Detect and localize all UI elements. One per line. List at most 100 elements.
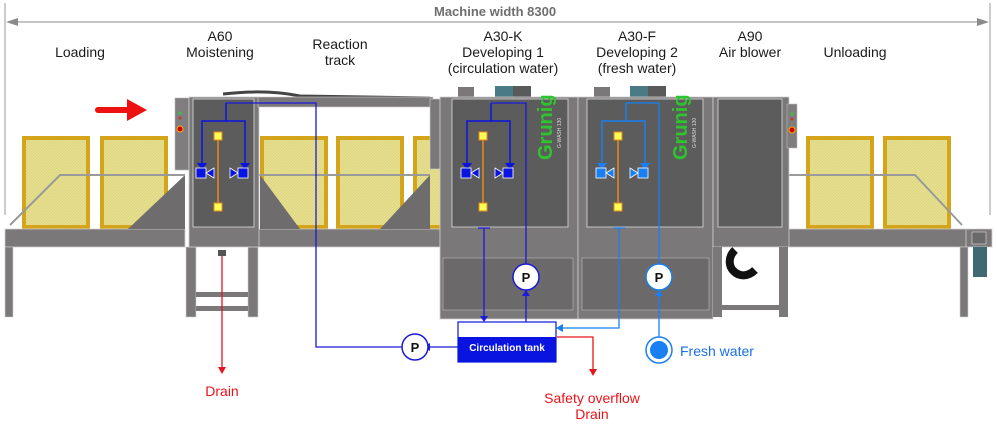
valve-icon <box>237 167 249 179</box>
safety-screen <box>806 136 874 229</box>
brand-model: G-WASH 130 <box>692 118 698 148</box>
station-code: A30-K <box>483 28 523 44</box>
pump-label: P <box>522 270 531 285</box>
a30k-pump-icon: P <box>512 263 540 291</box>
flow-lines <box>218 102 663 376</box>
arrow-down-icon <box>462 163 472 170</box>
pump-circle <box>401 333 429 361</box>
valve-icon <box>637 167 649 179</box>
pump-label: P <box>411 340 420 355</box>
safety-screen <box>883 136 951 229</box>
arrow-down-icon <box>589 369 597 376</box>
dimension-arrow-left-icon <box>6 18 18 26</box>
safety-screens <box>22 136 951 229</box>
nozzle-cone-icon <box>205 167 215 179</box>
station-label-line: track <box>324 52 356 68</box>
safety-screen <box>336 136 404 229</box>
station-name: Moistening <box>186 44 254 60</box>
arrow-down-icon <box>505 163 515 170</box>
nozzle-icon <box>213 131 223 141</box>
pump-circle <box>645 263 673 291</box>
station-name: Air blower <box>718 44 782 60</box>
dimension-line <box>4 3 991 215</box>
drain-label: Drain <box>205 383 239 399</box>
fresh-supply-line <box>626 102 660 263</box>
arrow-up-icon <box>655 290 663 296</box>
arrow-down-icon <box>218 367 226 374</box>
drain-outlet-icon <box>218 250 226 256</box>
valve-icon <box>460 167 472 179</box>
nozzle-cone-icon <box>229 167 239 179</box>
valve-icon <box>195 167 207 179</box>
machine-width-title: Machine width 8300 <box>434 4 557 19</box>
station-code: A60 <box>207 28 233 44</box>
brand-name: Grunig <box>535 94 557 160</box>
arrow-up-icon <box>522 290 530 296</box>
feed-direction-arrow-icon <box>95 99 147 121</box>
circulation-pump-icon: P <box>401 333 429 361</box>
station-label-a30f: A30-F Developing 2 (fresh water) <box>577 28 697 76</box>
safety-screen <box>100 136 168 229</box>
circulation-tank-label: Circulation tank <box>469 343 545 354</box>
supply-branch <box>626 120 646 165</box>
station-label-unloading: Unloading <box>810 44 900 60</box>
arrow-down-icon <box>597 163 607 170</box>
pump-circle <box>512 263 540 291</box>
station-note: (circulation water) <box>447 60 559 76</box>
station-code: A90 <box>737 28 763 44</box>
brand-model: G-WASH 130 <box>557 118 563 148</box>
pump-label: P <box>655 270 664 285</box>
station-name: Developing 1 <box>462 44 544 60</box>
nozzle-icon <box>613 131 623 141</box>
supply-branch <box>201 103 227 165</box>
nozzle-cone-icon <box>470 167 480 179</box>
station-label-a60: A60 Moistening <box>170 28 270 60</box>
fresh-water-label: Fresh water <box>680 343 754 359</box>
nozzle-icon <box>213 202 223 212</box>
circulation-tank <box>457 321 557 363</box>
brand-name: Grunig <box>670 94 692 160</box>
station-label-line: Unloading <box>823 44 887 60</box>
safety-overflow-drain: Drain <box>575 406 609 422</box>
fresh-pump-icon: P <box>645 263 673 291</box>
station-label-line: Loading <box>55 44 105 60</box>
dimension-arrow-right-icon <box>977 18 989 26</box>
station-label-reaction: Reaction track <box>290 36 390 68</box>
arrow-left-icon <box>556 324 563 332</box>
station-label-line: Reaction <box>312 36 368 52</box>
station-label-loading: Loading <box>40 44 120 60</box>
safety-overflow-line <box>557 336 594 370</box>
supply-branch <box>226 120 246 165</box>
nozzle-cone-icon <box>629 167 639 179</box>
control-panel <box>174 97 190 171</box>
station-name: Developing 2 <box>596 44 678 60</box>
arrow-down-icon <box>480 316 488 322</box>
valve-icon <box>595 167 607 179</box>
conveyor-frame <box>4 174 993 318</box>
nozzle-icon <box>478 131 488 141</box>
arrow-down-icon <box>197 163 207 170</box>
safety-screen <box>22 136 90 229</box>
nozzle-cone-icon <box>494 167 504 179</box>
module-a90 <box>712 96 798 317</box>
safety-overflow-label: Safety overflow Drain <box>530 390 654 422</box>
nozzle-icon <box>613 202 623 212</box>
arrow-down-icon <box>640 163 650 170</box>
supply-branch <box>601 103 627 165</box>
control-panel <box>786 103 798 149</box>
supply-branch <box>466 103 492 165</box>
station-code: A30-F <box>617 28 657 44</box>
supply-branch <box>491 120 511 165</box>
fresh-overflow-line <box>562 228 620 329</box>
circulation-supply-line <box>491 102 527 293</box>
fresh-water-source-icon <box>645 336 673 364</box>
station-label-a30k: A30-K Developing 1 (circulation water) <box>433 28 573 76</box>
safety-overflow-line: Safety overflow <box>544 390 640 406</box>
nozzle-cone-icon <box>605 167 615 179</box>
nozzle-icon <box>478 202 488 212</box>
valve-icon <box>502 167 514 179</box>
